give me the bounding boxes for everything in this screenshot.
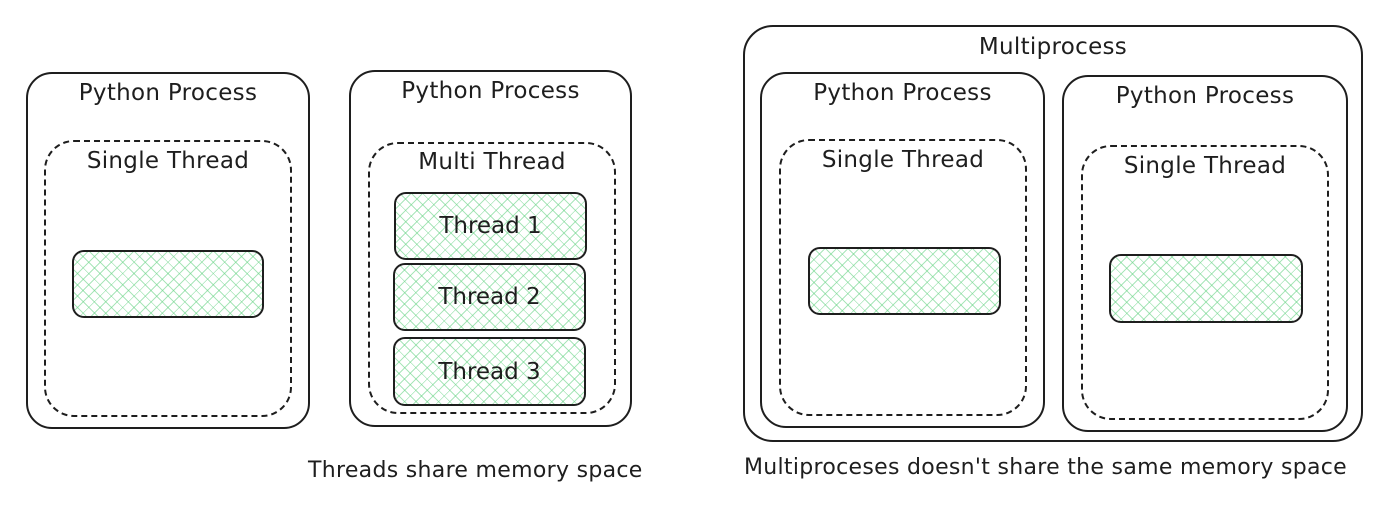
thread-container-label: Single Thread bbox=[86, 148, 250, 174]
thread-block bbox=[1109, 254, 1303, 323]
thread-1-block: Thread 1 bbox=[394, 192, 587, 260]
single-thread-container: Single Thread bbox=[44, 140, 292, 417]
process-title: Python Process bbox=[78, 80, 258, 106]
python-process-single: Python Process Single Thread bbox=[26, 72, 310, 429]
python-process-multi: Python Process Multi Thread Thread 1 Thr… bbox=[349, 70, 632, 427]
thread-container-label: Multi Thread bbox=[418, 149, 566, 175]
thread-container-label: Single Thread bbox=[821, 147, 985, 173]
process-title: Python Process bbox=[1115, 83, 1295, 109]
thread-3-block: Thread 3 bbox=[393, 337, 586, 406]
thread-container-label: Single Thread bbox=[1123, 153, 1287, 179]
single-thread-container: Single Thread bbox=[1081, 145, 1329, 420]
thread-2-block: Thread 2 bbox=[393, 263, 586, 331]
single-thread-container: Single Thread bbox=[779, 139, 1027, 416]
python-process-a: Python Process Single Thread bbox=[760, 72, 1045, 428]
thread-block bbox=[808, 247, 1001, 315]
process-title: Python Process bbox=[813, 80, 992, 106]
thread-1-label: Thread 1 bbox=[439, 213, 542, 239]
threads-caption: Threads share memory space bbox=[308, 458, 643, 483]
process-title: Python Process bbox=[401, 78, 580, 104]
multiprocess-caption: Multiproceses doesn't share the same mem… bbox=[744, 455, 1348, 480]
python-process-b: Python Process Single Thread bbox=[1062, 75, 1348, 432]
thread-2-label: Thread 2 bbox=[438, 284, 541, 310]
thread-3-label: Thread 3 bbox=[438, 358, 541, 385]
multiprocess-container: Multiprocess Python Process Single Threa… bbox=[743, 25, 1363, 442]
thread-block bbox=[72, 250, 264, 318]
multi-thread-container: Multi Thread Thread 1 Thread 2 Thread 3 bbox=[368, 142, 616, 414]
multiprocess-title: Multiprocess bbox=[978, 34, 1128, 60]
